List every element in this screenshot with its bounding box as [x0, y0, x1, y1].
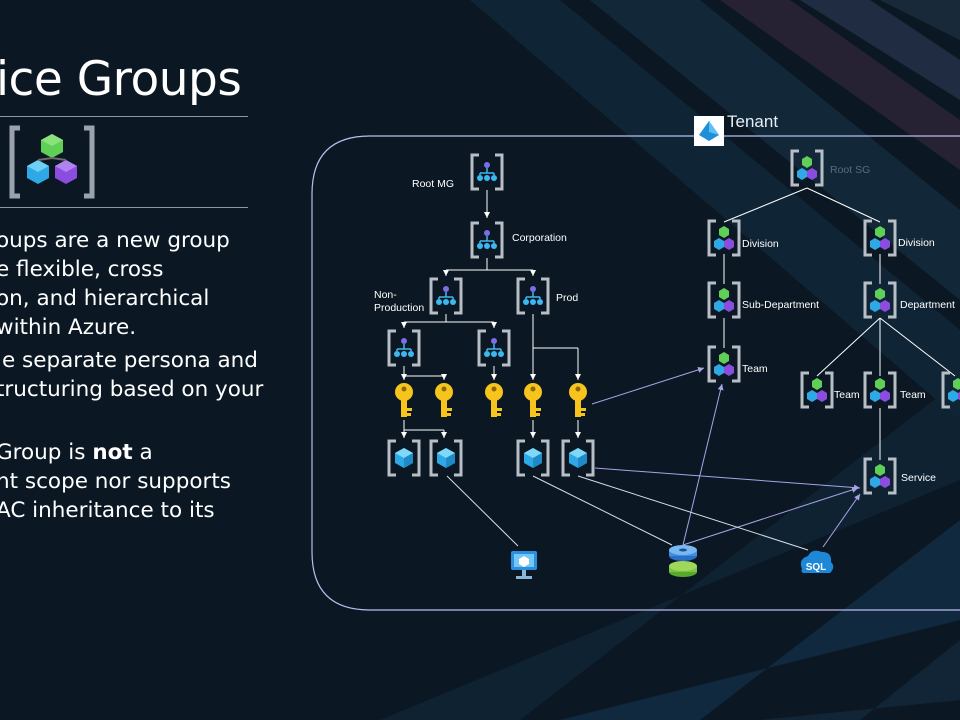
- bullet-text: Group is: [0, 440, 93, 465]
- division-sg-icon[interactable]: [707, 219, 741, 257]
- bullet-line: e flexible, cross: [0, 257, 164, 282]
- division-sg-icon[interactable]: [863, 219, 897, 257]
- prod-mg-icon[interactable]: [516, 277, 550, 315]
- team-label: Team: [742, 363, 768, 375]
- resource-group-icon[interactable]: [516, 439, 550, 477]
- subscription-key-icon[interactable]: [569, 383, 587, 417]
- team-sg-icon[interactable]: [707, 345, 741, 383]
- service-sg-icon[interactable]: [863, 457, 897, 495]
- division-label: Division: [742, 238, 779, 250]
- division-label: Division: [898, 237, 935, 249]
- department-sg-icon[interactable]: [863, 281, 897, 319]
- team-label: Team: [834, 389, 860, 401]
- virtual-machine-icon[interactable]: [511, 551, 537, 579]
- storage-icon[interactable]: [669, 545, 697, 577]
- subscription-mg-icon[interactable]: [387, 329, 421, 367]
- tenant-label: Tenant: [727, 112, 779, 131]
- subscription-key-icon[interactable]: [524, 383, 542, 417]
- root-sg-icon[interactable]: [790, 149, 824, 187]
- bullet-line: Group is not a: [0, 438, 231, 467]
- resource-group-icon[interactable]: [561, 439, 595, 477]
- team-sg-icon[interactable]: [941, 371, 960, 409]
- subscription-key-icon[interactable]: [485, 383, 503, 417]
- team-sg-icon[interactable]: [800, 371, 834, 409]
- sub-department-sg-icon[interactable]: [707, 281, 741, 319]
- resource-group-icon[interactable]: [429, 439, 463, 477]
- root-mg-icon[interactable]: [470, 153, 504, 191]
- root-mg-label: Root MG: [412, 178, 454, 190]
- tenant-boundary: [311, 135, 960, 611]
- title-divider: [0, 116, 248, 117]
- non-production-mg-icon[interactable]: [429, 277, 463, 315]
- logo-divider: [0, 207, 248, 208]
- prod-label: Prod: [556, 292, 578, 304]
- bullet-group-2: le separate persona and tructuring based…: [0, 346, 263, 404]
- bullet-line: on, and hierarchical: [0, 286, 210, 311]
- sql-label: SQL: [806, 562, 827, 573]
- bullet-line: tructuring based on your: [0, 377, 264, 402]
- non-production-label-2: Production: [374, 302, 424, 314]
- right-tree-connectors: [723, 187, 956, 460]
- department-label: Department: [900, 299, 955, 311]
- corporation-mg-icon[interactable]: [470, 221, 504, 259]
- left-tree-connectors: [401, 190, 581, 438]
- bullet-line: nt scope nor supports: [0, 469, 231, 494]
- bullet-line: le separate persona and: [0, 348, 258, 373]
- root-sg-label: Root SG: [830, 164, 870, 176]
- sub-department-label: Sub-Department: [742, 299, 819, 311]
- tenant-icon: [694, 116, 724, 146]
- corporation-label: Corporation: [512, 232, 567, 244]
- non-production-label-1: Non-: [374, 289, 397, 301]
- team-sg-icon[interactable]: [863, 371, 897, 409]
- service-groups-icon: [9, 125, 95, 199]
- sql-database-icon[interactable]: SQL: [800, 550, 834, 573]
- service-label: Service: [901, 472, 936, 484]
- team-label: Team: [900, 389, 926, 401]
- bullet-line: within Azure.: [0, 315, 137, 340]
- bullet-text: a: [132, 440, 153, 465]
- slide-title: ice Groups: [0, 52, 242, 107]
- bullet-line: oups are a new group: [0, 228, 230, 253]
- subscription-mg-icon[interactable]: [477, 329, 511, 367]
- bullet-line: AC inheritance to its: [0, 498, 215, 523]
- resource-links: [446, 475, 809, 551]
- service-group-links: [591, 366, 861, 548]
- subscription-key-icon[interactable]: [395, 383, 413, 417]
- bullet-bold: not: [92, 440, 133, 465]
- bullet-group-3: Group is not a nt scope nor supports AC …: [0, 438, 231, 525]
- bullet-group-1: oups are a new group e flexible, cross o…: [0, 226, 230, 342]
- resource-group-icon[interactable]: [387, 439, 421, 477]
- subscription-key-icon[interactable]: [435, 383, 453, 417]
